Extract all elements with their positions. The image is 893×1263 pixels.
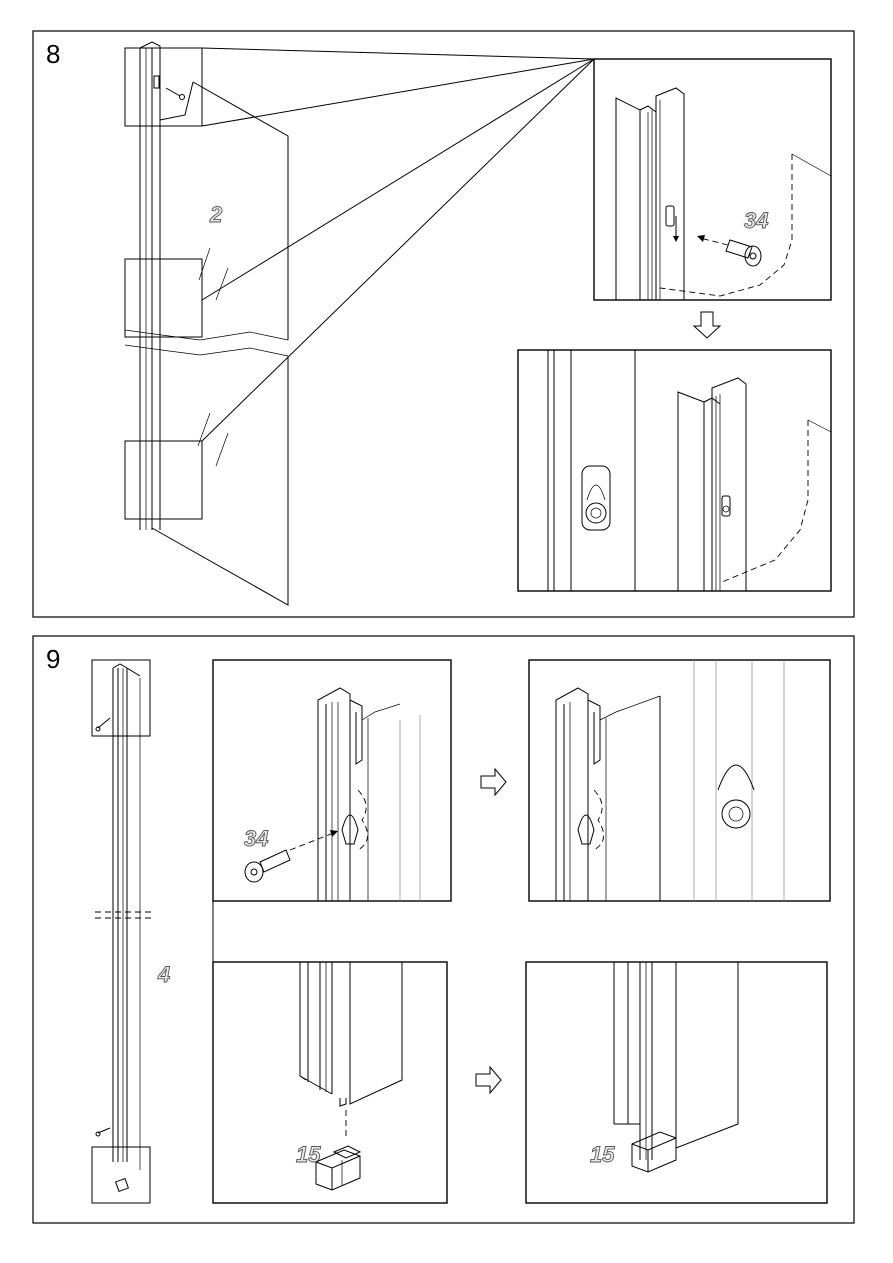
screw-part-label: 34 [744, 208, 768, 233]
detail-end-cap-insert: 15 [213, 962, 447, 1203]
end-cap-result-part-label: 15 [590, 1142, 615, 1167]
screw-part-label-step9: 34 [244, 826, 268, 851]
glass-panel-part-label: 2 [209, 202, 223, 227]
end-cap-part-label: 15 [296, 1142, 321, 1167]
detail-end-cap-result: 15 [526, 962, 827, 1203]
detail-screw-insertion: 34 [594, 59, 831, 300]
step-8-panel: 8 2 [33, 31, 854, 617]
detail-top-screw-insert: 34 [213, 660, 451, 901]
profile-part-label: 4 [157, 962, 170, 987]
step-9-panel: 9 4 [33, 636, 854, 1223]
detail-top-screw-result [529, 660, 830, 901]
step-9-number: 9 [46, 644, 60, 674]
detail-screw-result [518, 350, 831, 591]
step-8-number: 8 [46, 39, 60, 69]
